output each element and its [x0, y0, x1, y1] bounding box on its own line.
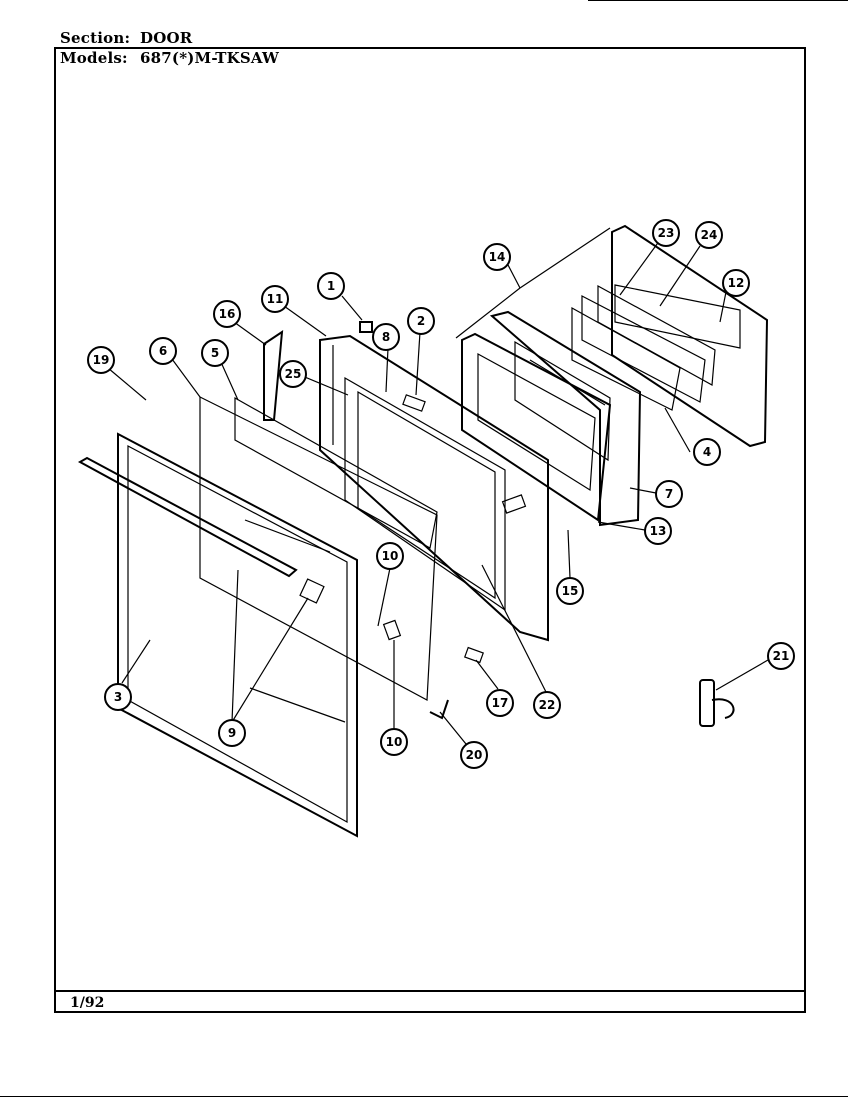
svg-text:2: 2	[417, 314, 425, 328]
callout-12: 12	[722, 269, 750, 297]
svg-text:14: 14	[489, 250, 506, 264]
window-frame-assembly	[461, 310, 642, 527]
svg-text:5: 5	[211, 346, 219, 360]
part-21-hinge	[699, 679, 715, 727]
callout-14: 14	[483, 243, 511, 271]
callout-22: 22	[533, 691, 561, 719]
svg-text:7: 7	[665, 487, 673, 501]
part-17-clip	[464, 646, 484, 664]
models-row: Models: 687(*)M-TKSAW	[60, 49, 279, 67]
svg-text:20: 20	[466, 748, 483, 762]
svg-text:1: 1	[327, 279, 335, 293]
svg-text:4: 4	[703, 445, 711, 459]
footer-date: 1/92	[70, 995, 105, 1011]
models-label: Models:	[60, 49, 128, 67]
svg-text:22: 22	[539, 698, 556, 712]
callout-11: 11	[261, 285, 289, 313]
callout-16: 16	[213, 300, 241, 328]
footer-rule	[54, 990, 806, 992]
callout-6: 6	[149, 337, 177, 365]
inner-door-liner	[319, 334, 549, 642]
svg-text:6: 6	[159, 344, 167, 358]
callout-25: 25	[279, 360, 307, 388]
svg-text:8: 8	[382, 330, 390, 344]
outer-door-frame	[77, 432, 358, 838]
svg-text:11: 11	[267, 292, 284, 306]
part-21-hinge-arrow	[711, 698, 735, 719]
callout-24: 24	[695, 221, 723, 249]
callout-2: 2	[407, 307, 435, 335]
callout-4: 4	[693, 438, 721, 466]
callout-1: 1	[317, 272, 345, 300]
top-rule	[588, 0, 848, 1]
svg-text:13: 13	[650, 524, 667, 538]
svg-text:16: 16	[219, 307, 236, 321]
svg-text:12: 12	[728, 276, 745, 290]
svg-text:3: 3	[114, 690, 122, 704]
part-20-bracket	[429, 699, 449, 720]
callout-17: 17	[486, 689, 514, 717]
callout-19: 19	[87, 346, 115, 374]
callout-9: 9	[218, 719, 246, 747]
svg-text:17: 17	[492, 696, 509, 710]
models-value: 687(*)M-TKSAW	[140, 49, 280, 67]
svg-text:24: 24	[701, 228, 718, 242]
callout-8: 8	[372, 323, 400, 351]
callout-15: 15	[556, 577, 584, 605]
section-label: Section:	[60, 29, 131, 47]
callout-10-upper: 10	[376, 542, 404, 570]
callout-13: 13	[644, 517, 672, 545]
callout-3: 3	[104, 683, 132, 711]
callout-20: 20	[460, 741, 488, 769]
section-value: DOOR	[140, 29, 193, 47]
bottom-rule	[0, 1096, 848, 1097]
section-row: Section: DOOR	[60, 29, 192, 47]
diagram-frame	[54, 47, 806, 1013]
part-10-clip	[382, 619, 402, 641]
insulation-panel	[234, 396, 438, 549]
svg-text:10: 10	[386, 735, 403, 749]
callout-7: 7	[655, 480, 683, 508]
svg-text:9: 9	[228, 726, 236, 740]
svg-text:10: 10	[382, 549, 399, 563]
callout-23: 23	[652, 219, 680, 247]
svg-text:21: 21	[773, 649, 790, 663]
svg-text:19: 19	[93, 353, 110, 367]
svg-text:25: 25	[285, 367, 302, 381]
callout-21: 21	[767, 642, 795, 670]
inner-glass-pack	[571, 224, 769, 448]
svg-text:23: 23	[658, 226, 675, 240]
svg-text:15: 15	[562, 584, 579, 598]
loose-parts	[359, 321, 735, 727]
part-1-clip	[359, 321, 373, 333]
callout-10-lower: 10	[380, 728, 408, 756]
leader-lines	[107, 227, 776, 745]
side-trim	[263, 330, 284, 421]
callout-5: 5	[201, 339, 229, 367]
